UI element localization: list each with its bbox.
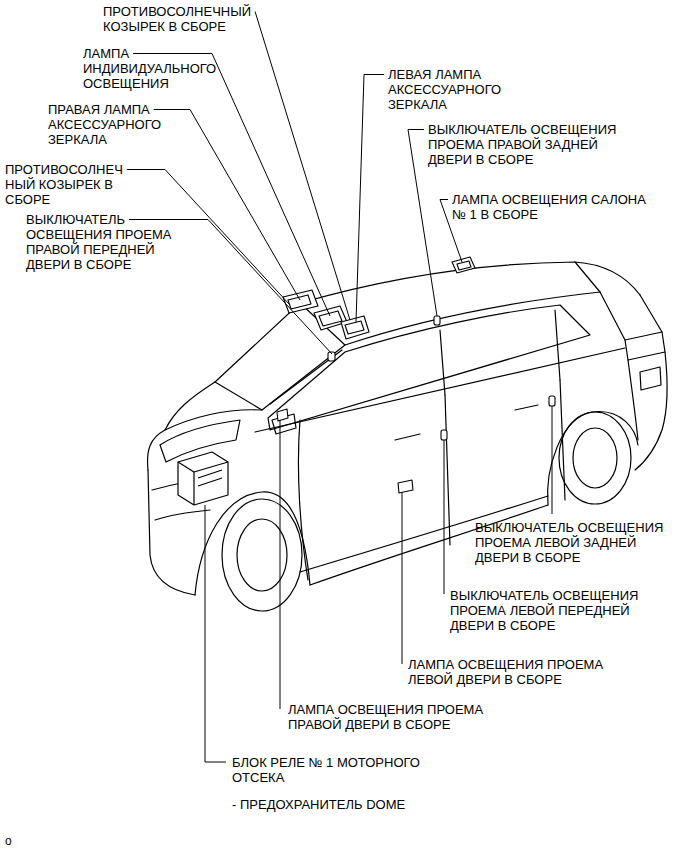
interior-parts — [345, 321, 364, 334]
car-body — [165, 382, 215, 430]
car-body — [575, 262, 600, 292]
relay-block — [193, 472, 194, 505]
part-label: ПРОТИВОСОЛНЕЧ НЫЙ КОЗЫРЕК В СБОРЕ — [5, 162, 123, 207]
car-body — [148, 262, 667, 611]
part-label: ЛАМПА ИНДИВИДУАЛЬНОГО ОСВЕЩЕНИЯ — [83, 46, 216, 91]
car-body — [345, 292, 600, 345]
interior-parts — [434, 316, 440, 325]
interior-parts — [452, 257, 475, 273]
part-label: ВЫКЛЮЧАТЕЛЬ ОСВЕЩЕНИЯ ПРОЕМА ЛЕВОЙ ЗАДНЕ… — [475, 520, 663, 565]
leader-line — [280, 420, 281, 709]
part-label: o — [5, 834, 12, 849]
leader-line — [205, 505, 226, 762]
interior-parts — [441, 430, 447, 440]
car-body — [625, 332, 665, 360]
car-body — [600, 292, 662, 340]
relay-block — [178, 452, 228, 505]
part-label: ЛЕВАЯ ЛАМПА АКСЕССУАРНОГО ЗЕРКАЛА — [388, 67, 501, 112]
interior-parts — [457, 261, 471, 270]
car-body — [270, 350, 342, 404]
interior-parts — [283, 290, 318, 313]
interior-parts — [319, 311, 342, 326]
part-label: ПРАВАЯ ЛАМПА АКСЕССУАРНОГО ЗЕРКАЛА — [48, 102, 161, 147]
leader-line — [356, 75, 384, 323]
car-body — [445, 395, 450, 545]
part-label: ЛАМПА ОСВЕЩЕНИЯ ПРОЕМА ЛЕВОЙ ДВЕРИ В СБО… — [408, 657, 603, 687]
car-body — [559, 412, 631, 504]
car-body — [155, 510, 210, 520]
part-label: ПРОТИВОСОЛНЕЧНЫЙ КОЗЫРЕК В СБОРЕ — [103, 4, 251, 34]
car-body — [628, 360, 638, 440]
relay-block — [178, 452, 228, 505]
leader-line — [552, 406, 553, 514]
car-body — [548, 412, 638, 505]
part-label: ВЫКЛЮЧАТЕЛЬ ОСВЕЩЕНИЯ ПРОЕМА ПРАВОЙ ПЕРЕ… — [26, 212, 171, 272]
leader-line — [133, 54, 330, 317]
leader-line — [402, 493, 403, 664]
car-body — [222, 499, 302, 611]
interior-parts — [398, 480, 413, 493]
car-body — [440, 330, 445, 395]
car-body — [395, 434, 420, 440]
part-label: ЛАМПА ОСВЕЩЕНИЯ ПРОЕМА ПРАВОЙ ДВЕРИ В СБ… — [288, 702, 483, 732]
car-body — [640, 367, 661, 390]
part-label: ВЫКЛЮЧАТЕЛЬ ОСВЕЩЕНИЯ ПРОЕМА ПРАВОЙ ЗАДН… — [428, 122, 616, 167]
leader-line — [255, 12, 350, 321]
car-body — [555, 310, 560, 380]
interior-parts — [341, 316, 369, 339]
car-body — [573, 428, 617, 488]
car-body — [255, 348, 625, 432]
relay-block — [198, 470, 222, 486]
leader-line — [444, 440, 445, 594]
part-label: ЛАМПА ОСВЕЩЕНИЯ САЛОНА № 1 В СБОРЕ — [452, 192, 646, 222]
car-body — [515, 405, 538, 410]
leader-line — [154, 110, 300, 301]
part-label: БЛОК РЕЛЕ № 1 МОТОРНОГО ОТСЕКА — [232, 755, 420, 785]
interior-parts — [277, 409, 288, 421]
part-label: - ПРЕДОХРАНИТЕЛЬ DOME — [232, 797, 405, 812]
part-label: ВЫКЛЮЧАТЕЛЬ ОСВЕЩЕНИЯ ПРОЕМА ЛЕВОЙ ПЕРЕД… — [450, 588, 638, 633]
car-body — [215, 303, 345, 410]
car-body — [635, 352, 667, 470]
interior-parts — [549, 396, 555, 406]
interior-parts — [277, 257, 555, 493]
interior-parts — [288, 295, 311, 309]
car-body — [195, 492, 310, 595]
